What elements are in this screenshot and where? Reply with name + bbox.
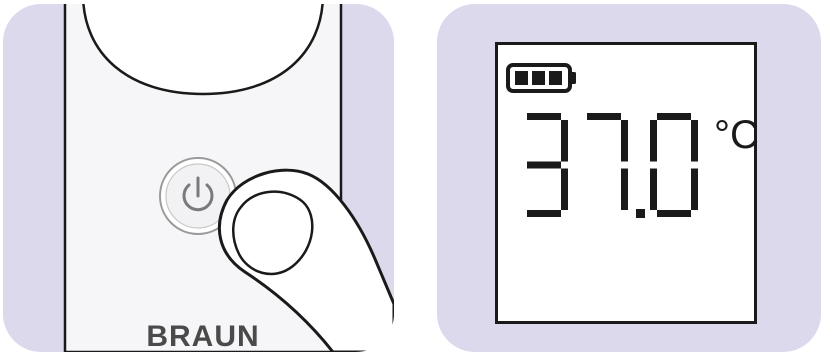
digit-segment <box>587 113 621 120</box>
digit-segment <box>561 120 568 162</box>
digit-segment <box>691 169 698 211</box>
battery-full-icon <box>508 65 576 91</box>
digit-segment <box>621 169 628 211</box>
digit-segment <box>621 120 628 162</box>
device-panel: BRAUN <box>3 4 394 352</box>
digit-segment <box>657 113 691 120</box>
digit-segment <box>527 162 561 169</box>
digit-segment <box>691 120 698 162</box>
decimal-point <box>636 209 645 218</box>
battery-cell <box>515 71 528 85</box>
svg-text:BRAUN: BRAUN <box>146 320 259 352</box>
temperature-unit: °C <box>714 115 759 155</box>
battery-cell <box>549 71 562 85</box>
digit-segment <box>657 210 691 217</box>
lcd-content <box>498 45 760 327</box>
digit-segment <box>561 169 568 211</box>
battery-cell <box>532 71 545 85</box>
brand-logo: BRAUN <box>3 4 394 352</box>
display-panel: °C <box>437 4 821 352</box>
digit-segment <box>650 120 657 162</box>
digit-segment <box>527 210 561 217</box>
digit-segment <box>527 113 561 120</box>
digit-segment <box>650 169 657 211</box>
temperature-value <box>527 113 698 218</box>
lcd-screen: °C <box>495 42 757 324</box>
